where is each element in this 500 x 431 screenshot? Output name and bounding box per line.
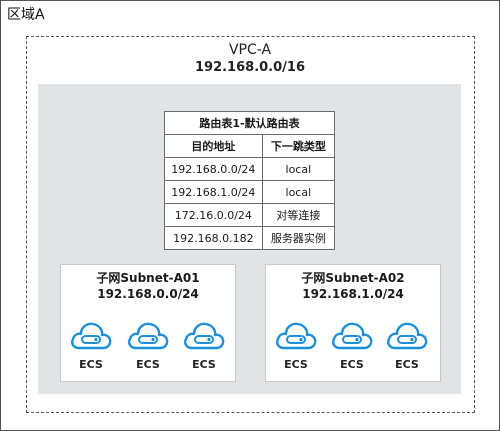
cloud-server-icon [184, 322, 225, 350]
route-table-title-row: 路由表1-默认路由表 [164, 111, 335, 135]
header-destination: 目的地址 [164, 134, 263, 158]
ecs-instance: ECS [182, 315, 226, 375]
ecs-label: ECS [192, 358, 216, 371]
route-row: 192.168.1.0/24 local [164, 180, 336, 204]
route-next-hop: 服务器实例 [261, 226, 336, 250]
ecs-instance: ECS [274, 315, 318, 375]
route-table: 路由表1-默认路由表 目的地址 下一跳类型 192.168.0.0/24 loc… [164, 111, 336, 250]
cloud-server-icon [128, 322, 169, 350]
subnet-name: 子网Subnet-A02 [301, 271, 405, 285]
ecs-instance: ECS [69, 315, 113, 375]
route-table-title: 路由表1-默认路由表 [164, 111, 335, 135]
route-next-hop: 对等连接 [261, 203, 336, 227]
route-row: 192.168.0.182 服务器实例 [164, 226, 336, 250]
route-destination: 192.168.1.0/24 [164, 180, 263, 204]
route-row: 192.168.0.0/24 local [164, 157, 336, 181]
route-destination: 172.16.0.0/24 [164, 203, 263, 227]
route-row: 172.16.0.0/24 对等连接 [164, 203, 336, 227]
subnet-cidr: 192.168.0.0/24 [97, 287, 199, 301]
vpc-cidr: 192.168.0.0/16 [194, 60, 306, 75]
cloud-server-icon [71, 322, 112, 350]
ecs-label: ECS [284, 358, 308, 371]
ecs-label: ECS [395, 358, 419, 371]
vpc-boundary [26, 36, 475, 413]
route-next-hop: local [261, 180, 336, 204]
subnet-name: 子网Subnet-A01 [96, 271, 200, 285]
region-title: 区域A [7, 7, 45, 23]
header-next-hop-type: 下一跳类型 [261, 134, 336, 158]
cloud-server-icon [332, 322, 373, 350]
vpc-name: VPC-A [228, 42, 272, 58]
ecs-label: ECS [340, 358, 364, 371]
route-next-hop: local [261, 157, 336, 181]
cloud-server-icon [276, 322, 317, 350]
subnet-cidr: 192.168.1.0/24 [302, 287, 404, 301]
ecs-instance: ECS [385, 315, 429, 375]
route-table-header-row: 目的地址 下一跳类型 [164, 134, 336, 158]
route-destination: 192.168.0.182 [164, 226, 263, 250]
subnet-a01: 子网Subnet-A01 192.168.0.0/24 ECS ECS ECS [60, 264, 236, 382]
ecs-label: ECS [79, 358, 103, 371]
subnet-a02: 子网Subnet-A02 192.168.1.0/24 ECS ECS ECS [265, 264, 441, 382]
route-destination: 192.168.0.0/24 [164, 157, 263, 181]
ecs-instance: ECS [126, 315, 170, 375]
ecs-label: ECS [136, 358, 160, 371]
cloud-server-icon [387, 322, 428, 350]
ecs-instance: ECS [330, 315, 374, 375]
